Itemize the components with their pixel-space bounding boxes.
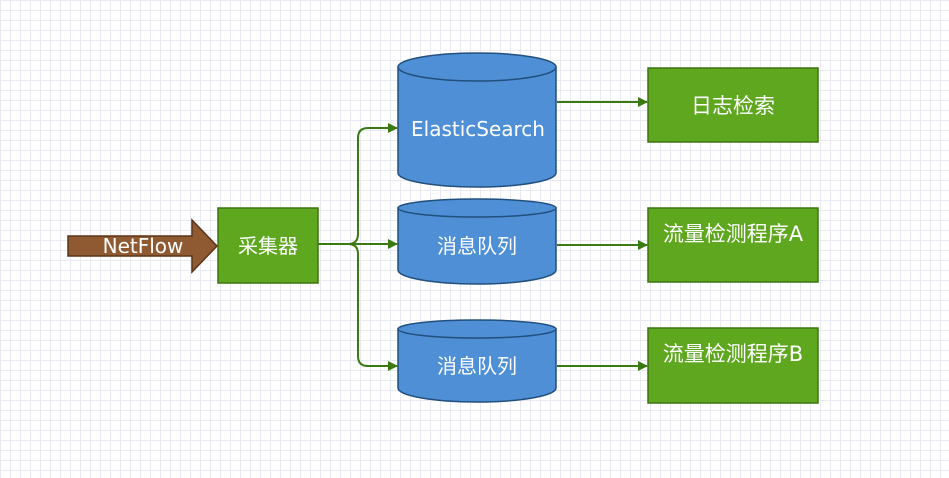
netflow-input-arrow: NetFlow [67, 218, 219, 274]
queue-2-cylinder: 消息队列 [397, 319, 557, 403]
detector-a-box: 流量检测程序A [647, 207, 819, 283]
collector-label: 采集器 [238, 234, 298, 258]
queue-1-cylinder: 消息队列 [397, 198, 557, 285]
log-search-label: 日志检索 [691, 94, 775, 118]
netflow-label: NetFlow [103, 234, 184, 258]
connector-to-elasticsearch [318, 123, 398, 245]
detector-b-box: 流量检测程序B [647, 327, 819, 404]
collector-connectors [318, 123, 398, 371]
elasticsearch-cylinder: ElasticSearch [397, 52, 557, 188]
elasticsearch-label: ElasticSearch [411, 117, 545, 141]
output-connectors [557, 97, 648, 371]
detector-a-label: 流量检测程序A [663, 222, 804, 246]
queue-2-label: 消息队列 [437, 354, 517, 378]
queue-1-label: 消息队列 [437, 234, 517, 258]
log-search-box: 日志检索 [647, 67, 819, 143]
collector-box: 采集器 [217, 207, 319, 284]
detector-b-label: 流量检测程序B [663, 342, 803, 366]
connector-to-queue-2 [318, 243, 398, 371]
